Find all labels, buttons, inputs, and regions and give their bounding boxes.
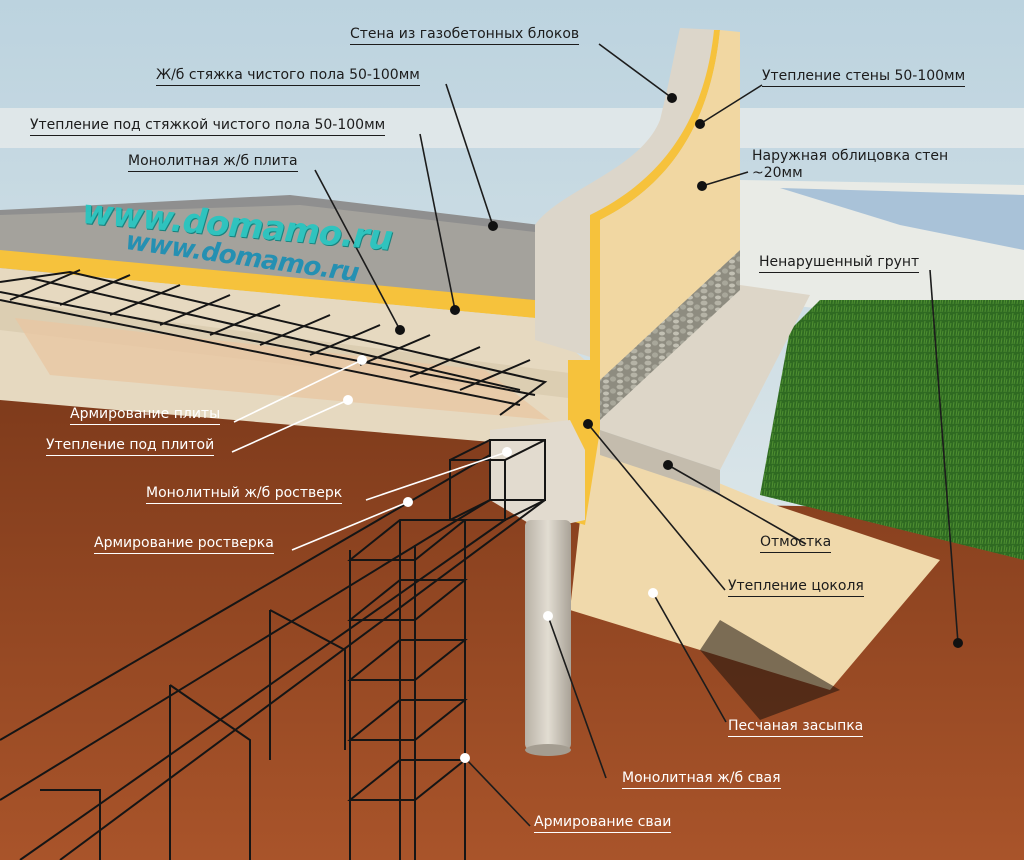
label-grillage-rebar: Армирование ростверка	[94, 535, 274, 554]
label-facing-line1: Наружная облицовка стен	[752, 148, 949, 164]
label-facing: Наружная облицовка стен ~20мм	[752, 148, 948, 183]
label-slab-insulation: Утепление под плитой	[46, 437, 215, 456]
label-slab: Монолитная ж/б плита	[128, 153, 298, 172]
label-blind-area: Отмостка	[760, 534, 832, 553]
label-grillage: Монолитный ж/б ростверк	[146, 485, 343, 504]
label-floor-screed: Ж/б стяжка чистого пола 50-100мм	[156, 67, 420, 86]
label-facing-line2: ~20мм	[752, 165, 803, 181]
label-screed-insulation: Утепление под стяжкой чистого пола 50-10…	[30, 117, 386, 136]
label-wall-insulation: Утепление стены 50-100мм	[762, 68, 966, 87]
label-ground: Ненарушенный грунт	[759, 254, 920, 273]
label-slab-rebar: Армирование плиты	[70, 406, 221, 425]
label-wall-blocks: Стена из газобетонных блоков	[350, 26, 580, 45]
label-plinth-insulation: Утепление цоколя	[728, 578, 864, 597]
label-pile: Монолитная ж/б свая	[622, 770, 781, 789]
label-sand-fill: Песчаная засыпка	[728, 718, 864, 737]
label-pile-rebar: Армирование сваи	[534, 814, 672, 833]
